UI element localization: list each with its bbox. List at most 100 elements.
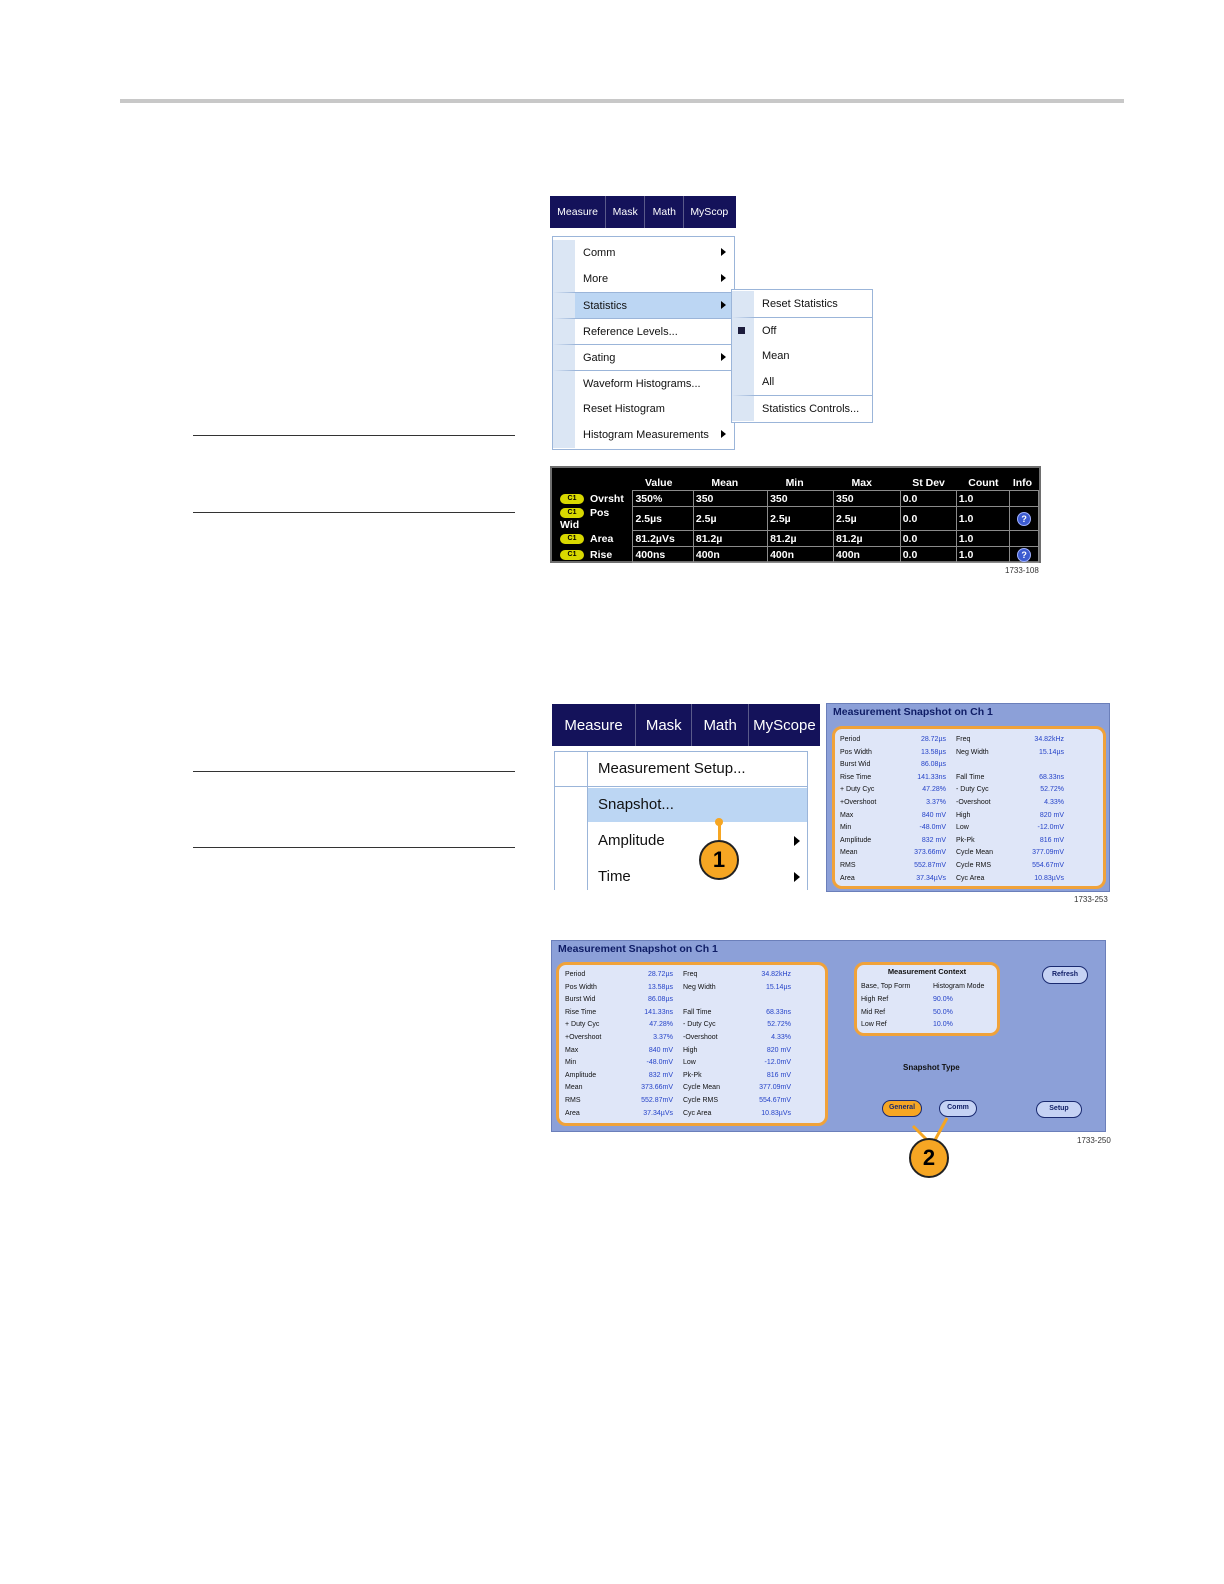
menu-item-label: Amplitude	[598, 832, 665, 849]
measurement-value: 28.72µs	[647, 971, 673, 978]
menu-item-statistics[interactable]: Statistics	[553, 292, 734, 318]
measurement-label: Max	[840, 811, 854, 819]
cell-max: 350	[833, 490, 901, 507]
measurement-label: Cycle Mean	[683, 1084, 720, 1092]
context-values: Histogram Mode 90.0% 50.0% 10.0%	[933, 981, 984, 1032]
measurement-value: 13.58µs	[920, 748, 946, 756]
menu-item-reference-levels[interactable]: Reference Levels...	[553, 318, 734, 344]
channel-badge: C1	[560, 549, 584, 560]
measurement-value: -12.0mV	[1037, 824, 1064, 832]
menu-item-snapshot[interactable]: Snapshot...	[588, 788, 807, 822]
tab-mask[interactable]: Mask	[606, 196, 646, 228]
measurement-label: Amplitude	[840, 836, 872, 844]
measurement-label: Pos Width	[840, 748, 872, 756]
measurement-label: Period	[565, 971, 586, 978]
measurement-context-box: Measurement Context Base, Top Form High …	[854, 962, 1000, 1036]
measurement-label: Freq	[683, 971, 698, 978]
measurement-label: Mean	[840, 849, 858, 857]
measurement-value: 832 mV	[648, 1071, 673, 1079]
submenu-arrow-icon	[721, 274, 726, 282]
measurement-label: Burst Wid	[565, 996, 596, 1004]
refresh-button[interactable]: Refresh	[1042, 966, 1088, 984]
measurement-label: Rise	[590, 548, 613, 561]
info-icon[interactable]: ?	[1017, 547, 1032, 562]
menu-item-label: Reference Levels...	[583, 325, 678, 338]
measurement-label: Rise Time	[565, 1008, 597, 1016]
measurement-label	[956, 759, 1030, 772]
tab-myscope[interactable]: MyScope	[753, 716, 816, 734]
menu-item-label: Reset Histogram	[583, 403, 665, 415]
measurement-value: 554.67mV	[759, 1096, 791, 1104]
measurement-label: - Duty Cyc	[956, 786, 989, 794]
menu-item-amplitude[interactable]: Amplitude	[588, 824, 807, 858]
menu-item-label: All	[762, 376, 775, 388]
measurement-label: Freq	[956, 736, 971, 743]
tab-myscope[interactable]: MyScop	[690, 206, 729, 218]
divider	[193, 512, 515, 513]
menu-item-statistics-controls[interactable]: Statistics Controls...	[732, 395, 872, 421]
cell-max: 400n	[833, 546, 901, 563]
measurement-label: Rise Time	[840, 773, 872, 781]
measurement-value: 840 mV	[921, 811, 946, 819]
menu-item-all[interactable]: All	[732, 369, 872, 395]
menu-item-mean[interactable]: Mean	[732, 343, 872, 369]
info-icon[interactable]: ?	[1017, 511, 1032, 526]
setup-button[interactable]: Setup	[1036, 1101, 1082, 1118]
menu-item-off[interactable]: Off	[732, 317, 872, 343]
selected-bullet-icon	[738, 327, 745, 334]
menu-item-waveform-histograms[interactable]: Waveform Histograms...	[553, 370, 734, 396]
context-label: Low Ref	[861, 1021, 887, 1029]
menu-item-comm[interactable]: Comm	[553, 240, 734, 266]
tab-measure[interactable]: Measure	[550, 196, 607, 228]
tab-mask[interactable]: Mask	[636, 704, 693, 746]
measurement-label: Cycle Mean	[956, 849, 993, 857]
measurement-value: 10.83µVs	[1034, 874, 1064, 882]
cell-info	[1009, 530, 1039, 547]
submenu-arrow-icon	[794, 872, 800, 882]
tab-measure[interactable]: Measure	[552, 704, 637, 746]
cell-min: 400n	[767, 546, 835, 563]
callout-leader	[911, 1124, 929, 1142]
menu-item-histogram-measurements[interactable]: Histogram Measurements	[553, 422, 734, 448]
cell-value: 81.2µVs	[632, 530, 694, 547]
general-button[interactable]: General	[882, 1100, 922, 1117]
menu-item-more[interactable]: More	[553, 266, 734, 292]
measurement-label: Fall Time	[956, 773, 985, 781]
measurement-value: -12.0mV	[764, 1059, 791, 1067]
tab-math[interactable]: Math	[645, 196, 685, 228]
measurement-label: High	[683, 1046, 698, 1054]
menu-bar: Measure Mask Math MyScop	[550, 196, 736, 228]
measurement-value: -48.0mV	[646, 1059, 673, 1067]
comm-button[interactable]: Comm	[939, 1100, 977, 1117]
context-value: 10.0%	[933, 1021, 953, 1029]
measurement-value: 832 mV	[921, 836, 946, 844]
menu-item-label: Measurement Setup...	[598, 760, 746, 777]
context-label: Mid Ref	[861, 1008, 886, 1016]
context-value: 90.0%	[933, 995, 953, 1003]
menu-item-reset-statistics[interactable]: Reset Statistics	[732, 291, 872, 317]
measurement-label: Pk-Pk	[956, 836, 975, 844]
measurement-value: 816 mV	[766, 1071, 791, 1079]
measurement-value: 28.72µs	[920, 736, 946, 743]
menu-item-gating[interactable]: Gating	[553, 344, 734, 370]
callout-leader	[718, 822, 721, 840]
context-labels: Base, Top Form High Ref Mid Ref Low Ref	[861, 981, 910, 1032]
context-value: Histogram Mode	[933, 983, 985, 990]
menu-item-measurement-setup[interactable]: Measurement Setup...	[588, 752, 807, 786]
menu-item-label: Histogram Measurements	[583, 429, 709, 441]
measurement-label: -Overshoot	[683, 1033, 718, 1041]
statistics-submenu: Reset Statistics Off Mean All Statistics…	[731, 289, 873, 423]
cell-min: 350	[767, 490, 835, 507]
menu-item-reset-histogram[interactable]: Reset Histogram	[553, 396, 734, 422]
snapshot-title: Measurement Snapshot on Ch 1	[833, 706, 993, 718]
menu-item-time[interactable]: Time	[588, 860, 807, 890]
measure-dropdown: Comm More Statistics Reference Levels...…	[552, 236, 735, 450]
divider	[555, 786, 807, 787]
measurement-value: 820 mV	[1039, 811, 1064, 819]
tab-math[interactable]: Math	[692, 704, 749, 746]
snapshot-type-label: Snapshot Type	[903, 1063, 960, 1072]
column-header: Max	[851, 477, 872, 489]
